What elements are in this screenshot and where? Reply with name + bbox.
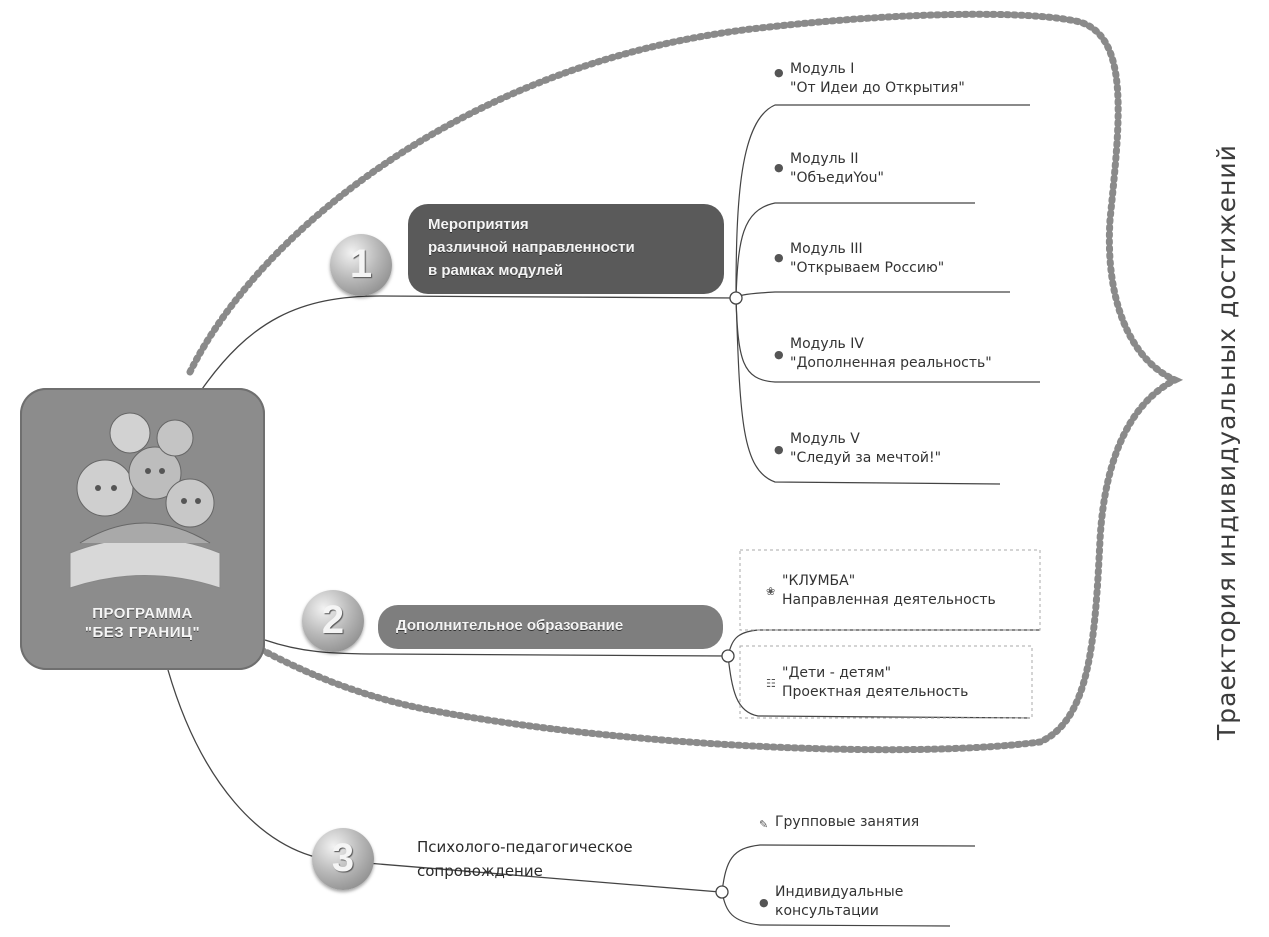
leaf-line-1: "Дети - детям" — [782, 665, 892, 681]
bullet-icon: ● — [774, 348, 784, 361]
leaf-module-1[interactable]: ● Модуль I "От Идеи до Открытия" — [774, 60, 965, 98]
leaf-line-2: "Следуй за мечтой!" — [790, 450, 942, 466]
bullet-icon: ● — [774, 66, 784, 79]
root-title: ПРОГРАММА "БЕЗ ГРАНИЦ" — [20, 604, 265, 642]
bullet-icon: ● — [774, 251, 784, 264]
branch-1-pill[interactable]: Мероприятия различной направленности в р… — [408, 204, 724, 294]
pencil-icon: ✎ — [759, 818, 769, 831]
leaf-line-2: "Открываем Россию" — [790, 260, 945, 276]
bullet-icon: ● — [774, 443, 784, 456]
root-title-line-1: ПРОГРАММА — [92, 605, 193, 622]
branch-2-pill[interactable]: Дополнительное образование — [378, 605, 723, 649]
connector-root-branch-2 — [264, 639, 729, 657]
branch-3-label-line[interactable]: Психолого-педагогическое — [417, 838, 633, 856]
branch-1-node[interactable] — [729, 291, 743, 305]
leaf-line-1: "КЛУМБА" — [782, 573, 856, 589]
leaf-klumba[interactable]: ❀ "КЛУМБА" Направленная деятельность — [766, 572, 996, 610]
root-program-card[interactable]: ПРОГРАММА "БЕЗ ГРАНИЦ" — [20, 388, 265, 670]
people-icon: ☷ — [766, 677, 776, 690]
leaf-line-2: "Дополненная реальность" — [790, 355, 992, 371]
leaf-deti-detyam[interactable]: ☷ "Дети - детям" Проектная деятельность — [766, 664, 969, 702]
leaf-line-1: Групповые занятия — [775, 814, 920, 830]
branch-2-node[interactable] — [721, 649, 735, 663]
branch-3-node[interactable] — [715, 885, 729, 899]
branch-3-number: 3 — [331, 836, 355, 880]
leaf-line-1: Модуль II — [790, 151, 859, 167]
branch-2-label-line: Дополнительное образование — [396, 617, 624, 634]
branch-1-label-line: в рамках модулей — [428, 262, 563, 279]
leaf-individual-consultations[interactable]: ● Индивидуальные консультации — [759, 883, 904, 921]
side-caption: Траектория индивидуальных достижений — [1212, 144, 1241, 740]
branch-3-number-badge: 3 — [312, 828, 374, 890]
branch-3-label-line[interactable]: сопровождение — [417, 862, 543, 880]
leaf-module-2[interactable]: ● Модуль II "ОбъедиYou" — [774, 150, 884, 188]
leaf-box-klumba — [739, 549, 1041, 631]
branch-2-number: 2 — [321, 598, 345, 642]
branch-1-number: 1 — [349, 242, 373, 286]
leaf-box-deti — [739, 645, 1033, 719]
leaf-line-2: "От Идеи до Открытия" — [790, 80, 965, 96]
leaf-module-4[interactable]: ● Модуль IV "Дополненная реальность" — [774, 335, 992, 373]
bullet-icon: ● — [759, 896, 769, 909]
leaf-line-1: Модуль I — [790, 61, 855, 77]
leaf-line-1: Модуль V — [790, 431, 860, 447]
leaf-line-2: консультации — [775, 903, 879, 919]
root-title-line-2: "БЕЗ ГРАНИЦ" — [84, 624, 201, 641]
branch-2-number-badge: 2 — [302, 590, 364, 652]
leaf-line-2: Проектная деятельность — [782, 684, 969, 700]
connector-root-branch-1 — [199, 295, 737, 393]
branch-1-label-line: различной направленности — [428, 239, 635, 256]
flower-icon: ❀ — [766, 585, 776, 598]
leaf-line-2: Направленная деятельность — [782, 592, 996, 608]
branch-1-label-line: Мероприятия — [428, 216, 529, 233]
leaf-module-3[interactable]: ● Модуль III "Открываем Россию" — [774, 240, 945, 278]
branch-1-number-badge: 1 — [330, 234, 392, 296]
connector-root-branch-3 — [167, 669, 721, 893]
bullet-icon: ● — [774, 161, 784, 174]
leaf-line-1: Модуль IV — [790, 336, 864, 352]
leaf-line-1: Модуль III — [790, 241, 863, 257]
leaf-line-1: Индивидуальные — [775, 884, 904, 900]
trajectory-dotted-outline — [186, 10, 1184, 754]
leaf-module-5[interactable]: ● Модуль V "Следуй за мечтой!" — [774, 430, 942, 468]
children-illustration — [69, 412, 221, 589]
leaf-line-2: "ОбъедиYou" — [790, 170, 884, 186]
leaf-group-sessions[interactable]: ✎ Групповые занятия — [759, 813, 920, 832]
